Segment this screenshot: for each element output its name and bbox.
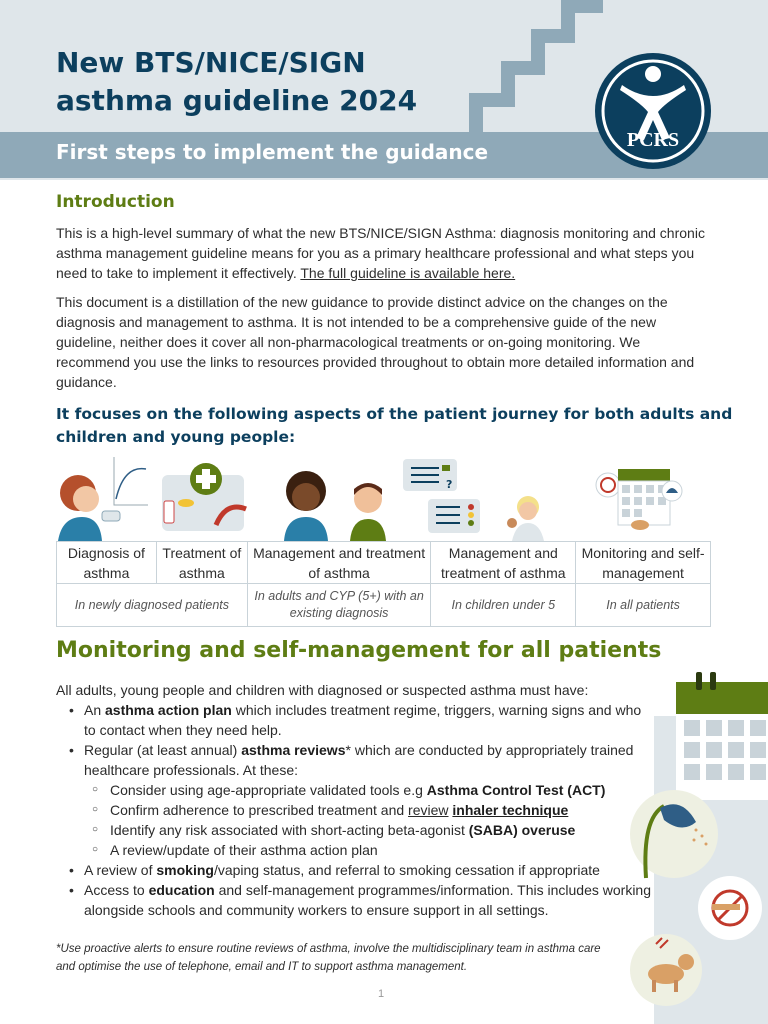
- stairs-graphic: [469, 0, 603, 140]
- svg-text:?: ?: [446, 478, 452, 491]
- item-text: A review of: [84, 862, 157, 878]
- item-text: Identify any risk associated with short-…: [110, 822, 469, 838]
- journey-header-cell: Management and treatment of asthma: [430, 541, 577, 584]
- page-number: 1: [378, 988, 385, 1000]
- page-subtitle: First steps to implement the guidance: [56, 140, 489, 164]
- intro-paragraph-1: This is a high-level summary of what the…: [56, 223, 716, 283]
- title-line-2: asthma guideline 2024: [56, 84, 418, 117]
- item-keyword: asthma action plan: [105, 702, 232, 718]
- intro-paragraph-2: This document is a distillation of the n…: [56, 294, 695, 390]
- review-sublist: Consider using age-appropriate validated…: [84, 780, 656, 860]
- calendar-icon: [595, 469, 683, 530]
- item-keyword: asthma reviews: [241, 742, 346, 758]
- patient-journey-table: Diagnosis of asthma Treatment of asthma …: [56, 541, 711, 627]
- journey-sub-cell: In adults and CYP (5+) with an existing …: [246, 583, 432, 627]
- item-text: Access to: [84, 882, 149, 898]
- full-guideline-link[interactable]: The full guideline is available here.: [300, 265, 516, 281]
- item-text: which includes treatment regime, trigger…: [84, 702, 642, 738]
- item-keyword: Asthma Control Test (ACT): [426, 782, 606, 798]
- bluebell-flower-icon: [630, 790, 718, 879]
- title-line-1: New BTS/NICE/SIGN: [56, 46, 366, 79]
- inhaler-person-icon: [58, 457, 148, 541]
- focus-heading: It focuses on the following aspects of t…: [56, 405, 733, 446]
- item-text: Confirm adherence to prescribed treatmen…: [110, 802, 409, 818]
- list-item: Regular (at least annual) asthma reviews…: [56, 740, 656, 860]
- dog-icon: [630, 934, 702, 1006]
- monitoring-heading: Monitoring and self-management for all p…: [56, 638, 662, 663]
- item-text: An: [84, 702, 106, 718]
- sub-list-item: Consider using age-appropriate validated…: [84, 780, 656, 800]
- page-title: New BTS/NICE/SIGN asthma guideline 2024: [56, 44, 417, 120]
- journey-sub-cell: In all patients: [575, 583, 711, 627]
- inhaler-technique-link[interactable]: inhaler technique: [452, 802, 569, 818]
- first-aid-kit-icon: [162, 463, 247, 531]
- list-item: Access to education and self-management …: [56, 880, 656, 920]
- journey-subtitle-row: In newly diagnosed patients In adults an…: [56, 583, 711, 627]
- item-text: Consider using age-appropriate validated…: [110, 782, 427, 798]
- footnote: *Use proactive alerts to ensure routine …: [56, 943, 601, 973]
- list-item: An asthma action plan which includes tre…: [56, 700, 656, 740]
- item-text: Regular (at least annual): [84, 742, 242, 758]
- adults-icon: [284, 471, 386, 541]
- journey-header-cell: Treatment of asthma: [155, 541, 248, 584]
- journey-sub-cell: In newly diagnosed patients: [56, 583, 248, 627]
- checklist-child-icon: ?: [403, 459, 544, 541]
- journey-header-cell: Diagnosis of asthma: [56, 541, 157, 584]
- no-smoking-icon: [698, 876, 762, 940]
- journey-illustrations: ?: [58, 457, 683, 541]
- review-link[interactable]: review: [408, 802, 449, 818]
- item-text: and self-management programmes/informati…: [84, 882, 651, 918]
- sub-list-item: Confirm adherence to prescribed treatmen…: [84, 800, 656, 820]
- journey-header-cell: Management and treatment of asthma: [246, 541, 432, 584]
- item-text: * which are conducted by appropriately t…: [84, 742, 634, 778]
- intro-p1-text: This is a high-level summary of what the…: [56, 225, 705, 281]
- pcrs-logo: PCRS: [595, 53, 711, 169]
- intro-heading: Introduction: [56, 192, 175, 212]
- journey-header-row: Diagnosis of asthma Treatment of asthma …: [56, 541, 711, 584]
- sub-list-item: Identify any risk associated with short-…: [84, 820, 656, 840]
- list-item: A review of smoking/vaping status, and r…: [56, 860, 656, 880]
- monitoring-intro: All adults, young people and children wi…: [56, 682, 589, 698]
- journey-header-cell: Monitoring and self-management: [575, 541, 711, 584]
- logo-text: PCRS: [627, 129, 679, 151]
- journey-sub-cell: In children under 5: [430, 583, 577, 627]
- requirements-list: An asthma action plan which includes tre…: [56, 700, 656, 920]
- item-text: /vaping status, and referral to smoking …: [213, 862, 600, 878]
- sub-list-item: A review/update of their asthma action p…: [84, 840, 656, 860]
- item-keyword: (SABA) overuse: [468, 822, 576, 838]
- side-illustrations: [630, 672, 768, 1024]
- item-keyword: education: [148, 882, 215, 898]
- item-keyword: smoking: [156, 862, 214, 878]
